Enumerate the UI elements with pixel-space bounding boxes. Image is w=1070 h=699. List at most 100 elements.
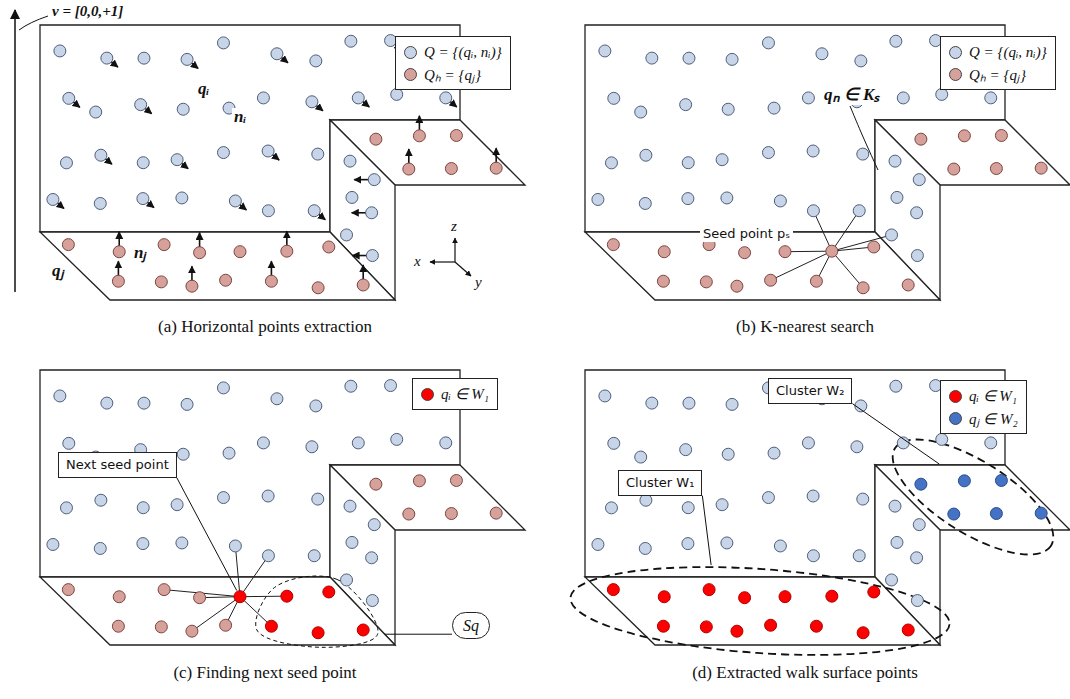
callout-text: Sq [463,616,479,635]
point [890,35,902,47]
point [635,106,647,118]
point [158,239,170,251]
neighbor-link [240,556,268,597]
point [592,193,604,205]
point [181,53,193,65]
point [853,550,865,562]
point [765,274,777,286]
point [490,507,502,519]
point [344,500,356,512]
callout-text: Next seed point [66,457,169,473]
point [368,174,380,186]
point [680,99,692,111]
point [450,474,462,486]
point [807,490,819,502]
point [137,157,149,169]
point [194,247,206,259]
point [646,52,658,64]
vector-label: v = [0,0,+1] [50,3,125,20]
point [810,275,822,287]
point [357,279,369,291]
point [857,148,869,160]
point [640,494,652,506]
point [63,437,75,449]
search-region [256,576,378,647]
point [95,494,107,506]
legend-swatch [404,46,417,59]
point [646,397,658,409]
point [323,586,335,598]
point [657,275,669,287]
point [891,536,903,548]
point [217,492,229,504]
point [915,133,927,145]
legend-item: qⱼ ∈ W₂ [949,407,1018,429]
point [271,393,283,405]
legend-swatch [421,388,434,401]
point [158,584,170,596]
point [47,538,59,550]
point [257,437,269,449]
point [855,400,867,412]
point [716,499,728,511]
callout-box: Next seed point [58,452,177,478]
point [352,437,364,449]
point [731,625,743,637]
point [716,154,728,166]
axis-label: y [474,274,483,291]
point [605,157,617,169]
point [181,398,193,410]
point [113,591,125,603]
axes [430,238,471,276]
point [1035,162,1047,174]
point-cloud [47,35,502,294]
point [990,508,1002,520]
point [370,133,382,145]
point [1035,507,1047,519]
point [155,276,167,288]
point [958,130,970,142]
point [135,99,147,111]
point [306,96,318,108]
vertical-vector [14,10,16,292]
point [985,92,997,104]
point [826,590,838,602]
point [897,92,909,104]
point [640,149,652,161]
point [607,584,619,596]
axis-label: z [450,218,458,235]
leader-line [850,106,878,170]
point [229,540,241,552]
point [137,193,149,205]
point [990,163,1002,175]
legend-box: qᵢ ∈ W₁ [412,378,498,410]
point [774,540,786,552]
point [171,154,183,166]
point [807,205,819,217]
point [113,246,125,258]
point [599,45,611,57]
point [721,192,733,204]
point [312,148,324,160]
point [112,620,124,632]
point [220,619,232,631]
point [345,380,357,392]
point [138,397,150,409]
point [366,250,378,262]
point [223,447,235,459]
point [816,48,828,60]
point [726,398,738,410]
point [605,502,617,514]
point [868,586,880,598]
point [366,552,378,564]
point [985,437,997,449]
point [445,508,457,520]
point [62,584,74,596]
point [403,508,415,520]
point [958,475,970,487]
point [271,48,283,60]
point [607,239,619,251]
point [308,205,320,217]
point [608,437,620,449]
